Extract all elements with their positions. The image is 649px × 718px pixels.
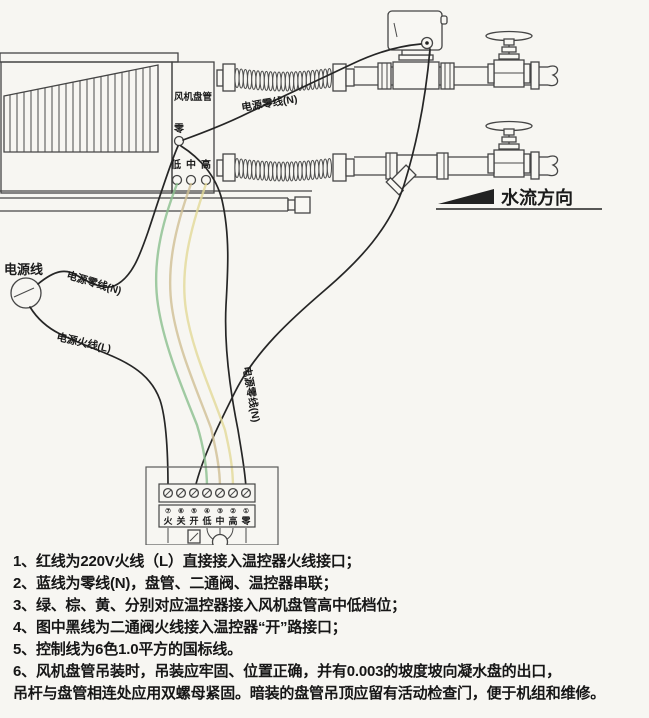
gate-valve-return — [485, 120, 533, 178]
speed-wire-yellow — [183, 182, 235, 490]
terminal-name: 中 — [215, 515, 224, 526]
terminal-name: 高 — [228, 515, 237, 526]
terminal-num: ② — [230, 507, 236, 515]
fan-coil-top-lip — [0, 52, 179, 63]
zero-terminal-label: 零 — [173, 122, 185, 135]
terminal-name: 开 — [189, 516, 198, 526]
terminal-num: ① — [243, 507, 249, 515]
return-pipe — [354, 120, 559, 196]
terminal-num: ③ — [217, 507, 223, 515]
thermostat-schematic — [167, 527, 247, 545]
terminal-label-block — [158, 504, 256, 528]
fan-coil-unit: 风机盘管 零 低 中 高 — [0, 52, 215, 194]
valve-neutral-wire — [182, 43, 422, 141]
terminal-num: ④ — [204, 507, 210, 515]
terminal-name: 火 — [163, 516, 173, 526]
neutral-riser-wire — [180, 145, 247, 489]
drain-pipe — [0, 190, 312, 214]
mid-terminal-label: 中 — [186, 158, 196, 171]
power-cord-label: 电源线 — [4, 262, 43, 277]
terminal-screws — [162, 487, 252, 499]
supply-pipe-break — [530, 61, 559, 90]
power-cord-plug — [10, 277, 42, 309]
gate-valve-supply — [485, 30, 533, 88]
coil-hatch — [9, 66, 151, 152]
power-live-wire — [29, 306, 169, 489]
neutral-label-mid: 电源零线(N) — [240, 365, 263, 423]
zero-terminal — [173, 135, 185, 147]
installation-diagram: 风机盘管 零 低 中 高 — [0, 10, 602, 545]
terminal-name: 低 — [201, 515, 211, 526]
return-pipe-break — [530, 151, 559, 180]
supply-pipe — [354, 10, 559, 90]
wires — [29, 43, 431, 490]
speed-wire-green — [154, 182, 209, 490]
neutral-label-left: 电源零线(N) — [65, 268, 123, 297]
note-2: 2、蓝线为零线(N)，盘管、二通阀、温控器串联； — [13, 575, 338, 592]
note-5: 5、控制线为6色1.0平方的国标线。 — [13, 641, 242, 658]
terminal-labels: ⑦ ⑥ ⑤ ④ ③ ② ① 火 关 开 低 中 高 零 — [163, 507, 251, 526]
installation-notes: 1、红线为220V火线（L）直接接入温控器火线接口； 2、蓝线为零线(N)，盘管… — [0, 545, 649, 705]
drain-end-fitting — [294, 196, 311, 214]
flex-hose-supply — [216, 63, 355, 92]
note-4: 4、图中黑线为二通阀火线接入温控器“开”路接口； — [13, 619, 347, 636]
note-1: 1、红线为220V火线（L）直接接入温控器火线接口； — [13, 553, 361, 570]
two-way-valve — [377, 49, 455, 90]
terminal-num: ⑥ — [178, 507, 184, 515]
y-strainer — [385, 152, 449, 196]
drain-coupling — [287, 199, 296, 211]
power-neutral-wire — [37, 145, 179, 288]
note-6-cont: 吊杆与盘管相连处应用双螺母紧固。暗装的盘管吊顶应留有活动检查门，便于机组和维修。 — [13, 685, 606, 702]
terminal-name: 关 — [176, 515, 185, 526]
valve-live-wire — [194, 48, 431, 489]
terminal-num: ⑦ — [165, 507, 171, 515]
flow-arrow-icon — [438, 189, 494, 204]
water-flow-direction: 水流方向 — [436, 187, 602, 210]
terminal-num: ⑤ — [191, 507, 197, 515]
live-label-left: 电源火线(L) — [55, 330, 112, 355]
coil-outline — [3, 64, 159, 153]
note-6: 6、风机盘管吊装时，吊装应牢固、位置正确，并有0.003的坡度坡向凝水盘的出口， — [13, 663, 561, 680]
fan-coil-label: 风机盘管 — [174, 91, 213, 103]
terminal-name: 零 — [240, 516, 251, 526]
valve-actuator — [387, 10, 448, 51]
power-cord: 电源线 — [4, 262, 43, 309]
flex-hose-return — [216, 153, 355, 182]
high-terminal-label: 高 — [201, 158, 211, 171]
water-flow-label: 水流方向 — [501, 187, 573, 208]
low-terminal-label: 低 — [170, 158, 181, 171]
thermostat: ⑦ ⑥ ⑤ ④ ③ ② ① 火 关 开 低 中 高 零 — [145, 466, 279, 545]
speed-wire-brown — [168, 182, 222, 490]
note-3: 3、绿、棕、黄、分别对应温控器接入风机盘管高中低档位； — [13, 597, 406, 614]
fan-motor-symbol — [211, 533, 229, 545]
neutral-label-top: 电源零线(N) — [240, 92, 298, 114]
thermostat-box — [145, 466, 279, 545]
